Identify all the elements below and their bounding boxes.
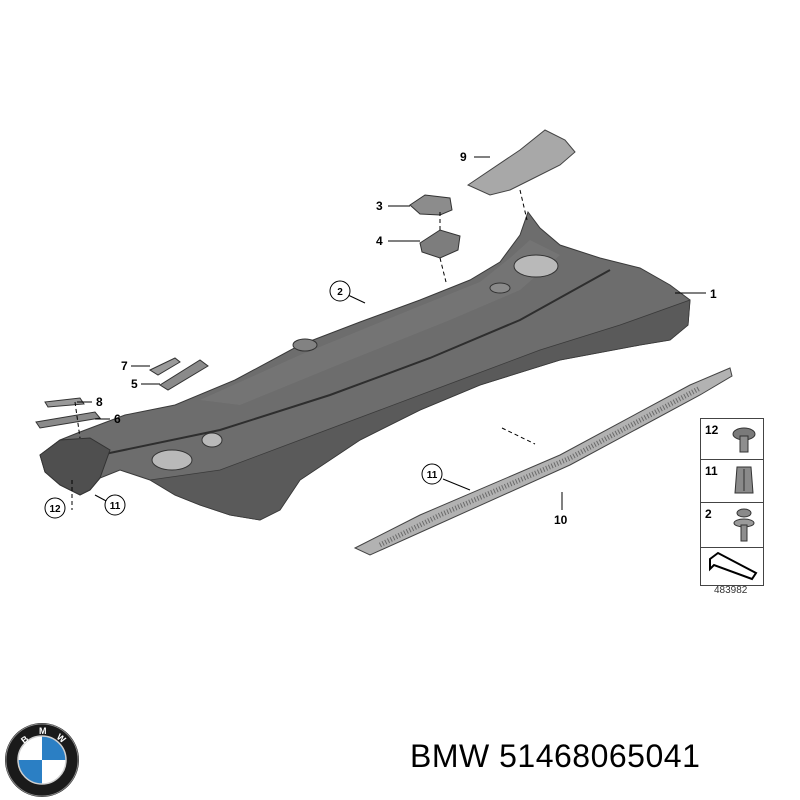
- part-9-cover: [466, 129, 576, 196]
- label-11-left: 11: [110, 501, 121, 512]
- part-7-trim: [148, 357, 181, 376]
- svg-text:M: M: [39, 726, 47, 736]
- label-6: 6: [114, 412, 121, 426]
- label-9: 9: [460, 150, 467, 164]
- label-4: 4: [376, 234, 383, 248]
- part-5-trim: [159, 359, 209, 391]
- guide-lines: [71, 189, 536, 510]
- part-10-grille: [353, 367, 733, 556]
- legend-item-11: 11: [701, 460, 763, 503]
- label-11-right: 11: [427, 470, 438, 481]
- part-number: 51468065041: [499, 738, 701, 774]
- diagram-id: 483982: [714, 585, 748, 596]
- label-7: 7: [121, 359, 128, 373]
- part-caption: BMW 51468065041: [410, 738, 700, 775]
- legend-item-12: 12: [701, 419, 763, 460]
- parcel-shelf: [39, 210, 691, 521]
- label-1: 1: [710, 287, 717, 301]
- part-6-trim: [35, 411, 101, 429]
- label-2: 2: [337, 287, 343, 298]
- svg-text:B: B: [19, 733, 31, 745]
- clip-icon: [734, 466, 754, 494]
- part-3-cap: [409, 194, 453, 216]
- label-10: 10: [554, 513, 568, 527]
- label-5: 5: [131, 377, 138, 391]
- label-8: 8: [96, 395, 103, 409]
- legend-number: 12: [705, 423, 719, 437]
- legend-item-2: 2: [701, 503, 763, 548]
- part-4-bracket: [419, 229, 461, 259]
- legend-number: 2: [705, 507, 712, 521]
- label-12: 12: [49, 504, 61, 515]
- screw-icon: [733, 508, 755, 542]
- part-8-trim: [44, 397, 85, 408]
- part-labels: 1 2 3 4 5 6 7 8 9 10 11 11 12: [44, 150, 717, 527]
- legend-box: 12 11 2: [700, 418, 764, 586]
- label-3: 3: [376, 199, 383, 213]
- legend-number: 11: [705, 464, 718, 478]
- shelf-outline-icon: [709, 551, 758, 581]
- bmw-logo: B M W: [5, 723, 79, 797]
- clip-nut-icon: [732, 427, 756, 453]
- legend-item-shelf: [701, 548, 763, 585]
- brand-name: BMW: [410, 738, 490, 774]
